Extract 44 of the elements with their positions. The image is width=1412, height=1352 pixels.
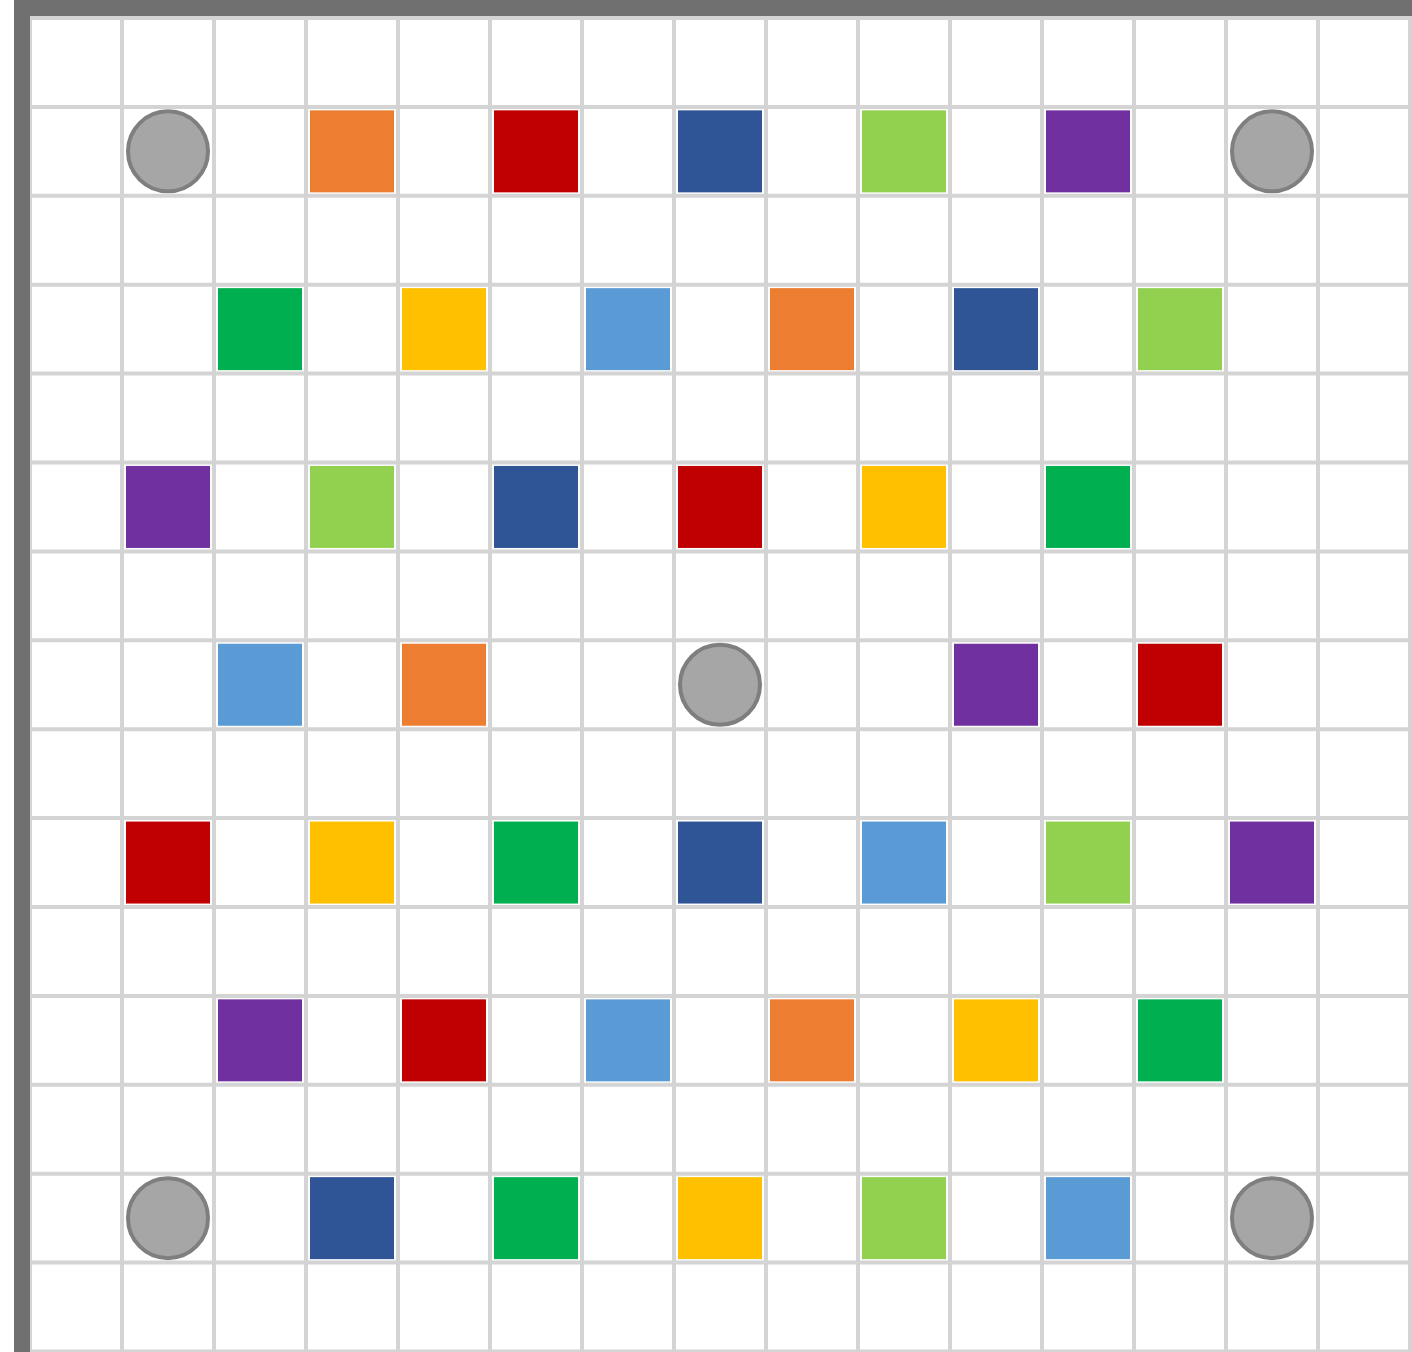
square-tile — [402, 288, 486, 371]
square-tile — [494, 110, 578, 193]
square-tile — [770, 288, 854, 371]
square-tile — [862, 465, 946, 548]
square-tile — [1046, 1177, 1130, 1260]
square-tile — [402, 999, 486, 1082]
square-tile — [218, 999, 302, 1082]
square-tile — [310, 1177, 394, 1260]
circle-marker — [1230, 1176, 1314, 1261]
square-tile — [494, 465, 578, 548]
square-tile — [1046, 110, 1130, 193]
square-tile — [310, 110, 394, 193]
square-tile — [218, 643, 302, 726]
square-tile — [1138, 999, 1222, 1082]
square-tile — [126, 821, 210, 904]
square-tile — [678, 821, 762, 904]
circle-marker — [1230, 109, 1314, 194]
square-tile — [494, 1177, 578, 1260]
square-tile — [678, 465, 762, 548]
square-tile — [678, 1177, 762, 1260]
circle-marker — [678, 642, 762, 727]
square-tile — [494, 821, 578, 904]
square-tile — [954, 643, 1038, 726]
square-tile — [862, 1177, 946, 1260]
circle-marker — [126, 109, 210, 194]
square-tile — [402, 643, 486, 726]
square-tile — [1046, 821, 1130, 904]
square-tile — [1138, 288, 1222, 371]
square-tile — [1138, 643, 1222, 726]
square-tile — [310, 821, 394, 904]
square-tile — [862, 110, 946, 193]
square-tile — [954, 999, 1038, 1082]
circle-marker — [126, 1176, 210, 1261]
square-tile — [954, 288, 1038, 371]
square-tile — [218, 288, 302, 371]
square-tile — [586, 288, 670, 371]
square-tile — [310, 465, 394, 548]
square-tile — [1046, 465, 1130, 548]
square-tile — [678, 110, 762, 193]
square-tile — [586, 999, 670, 1082]
square-tile — [770, 999, 854, 1082]
square-tile — [1230, 821, 1314, 904]
square-tile — [126, 465, 210, 548]
square-tile — [862, 821, 946, 904]
